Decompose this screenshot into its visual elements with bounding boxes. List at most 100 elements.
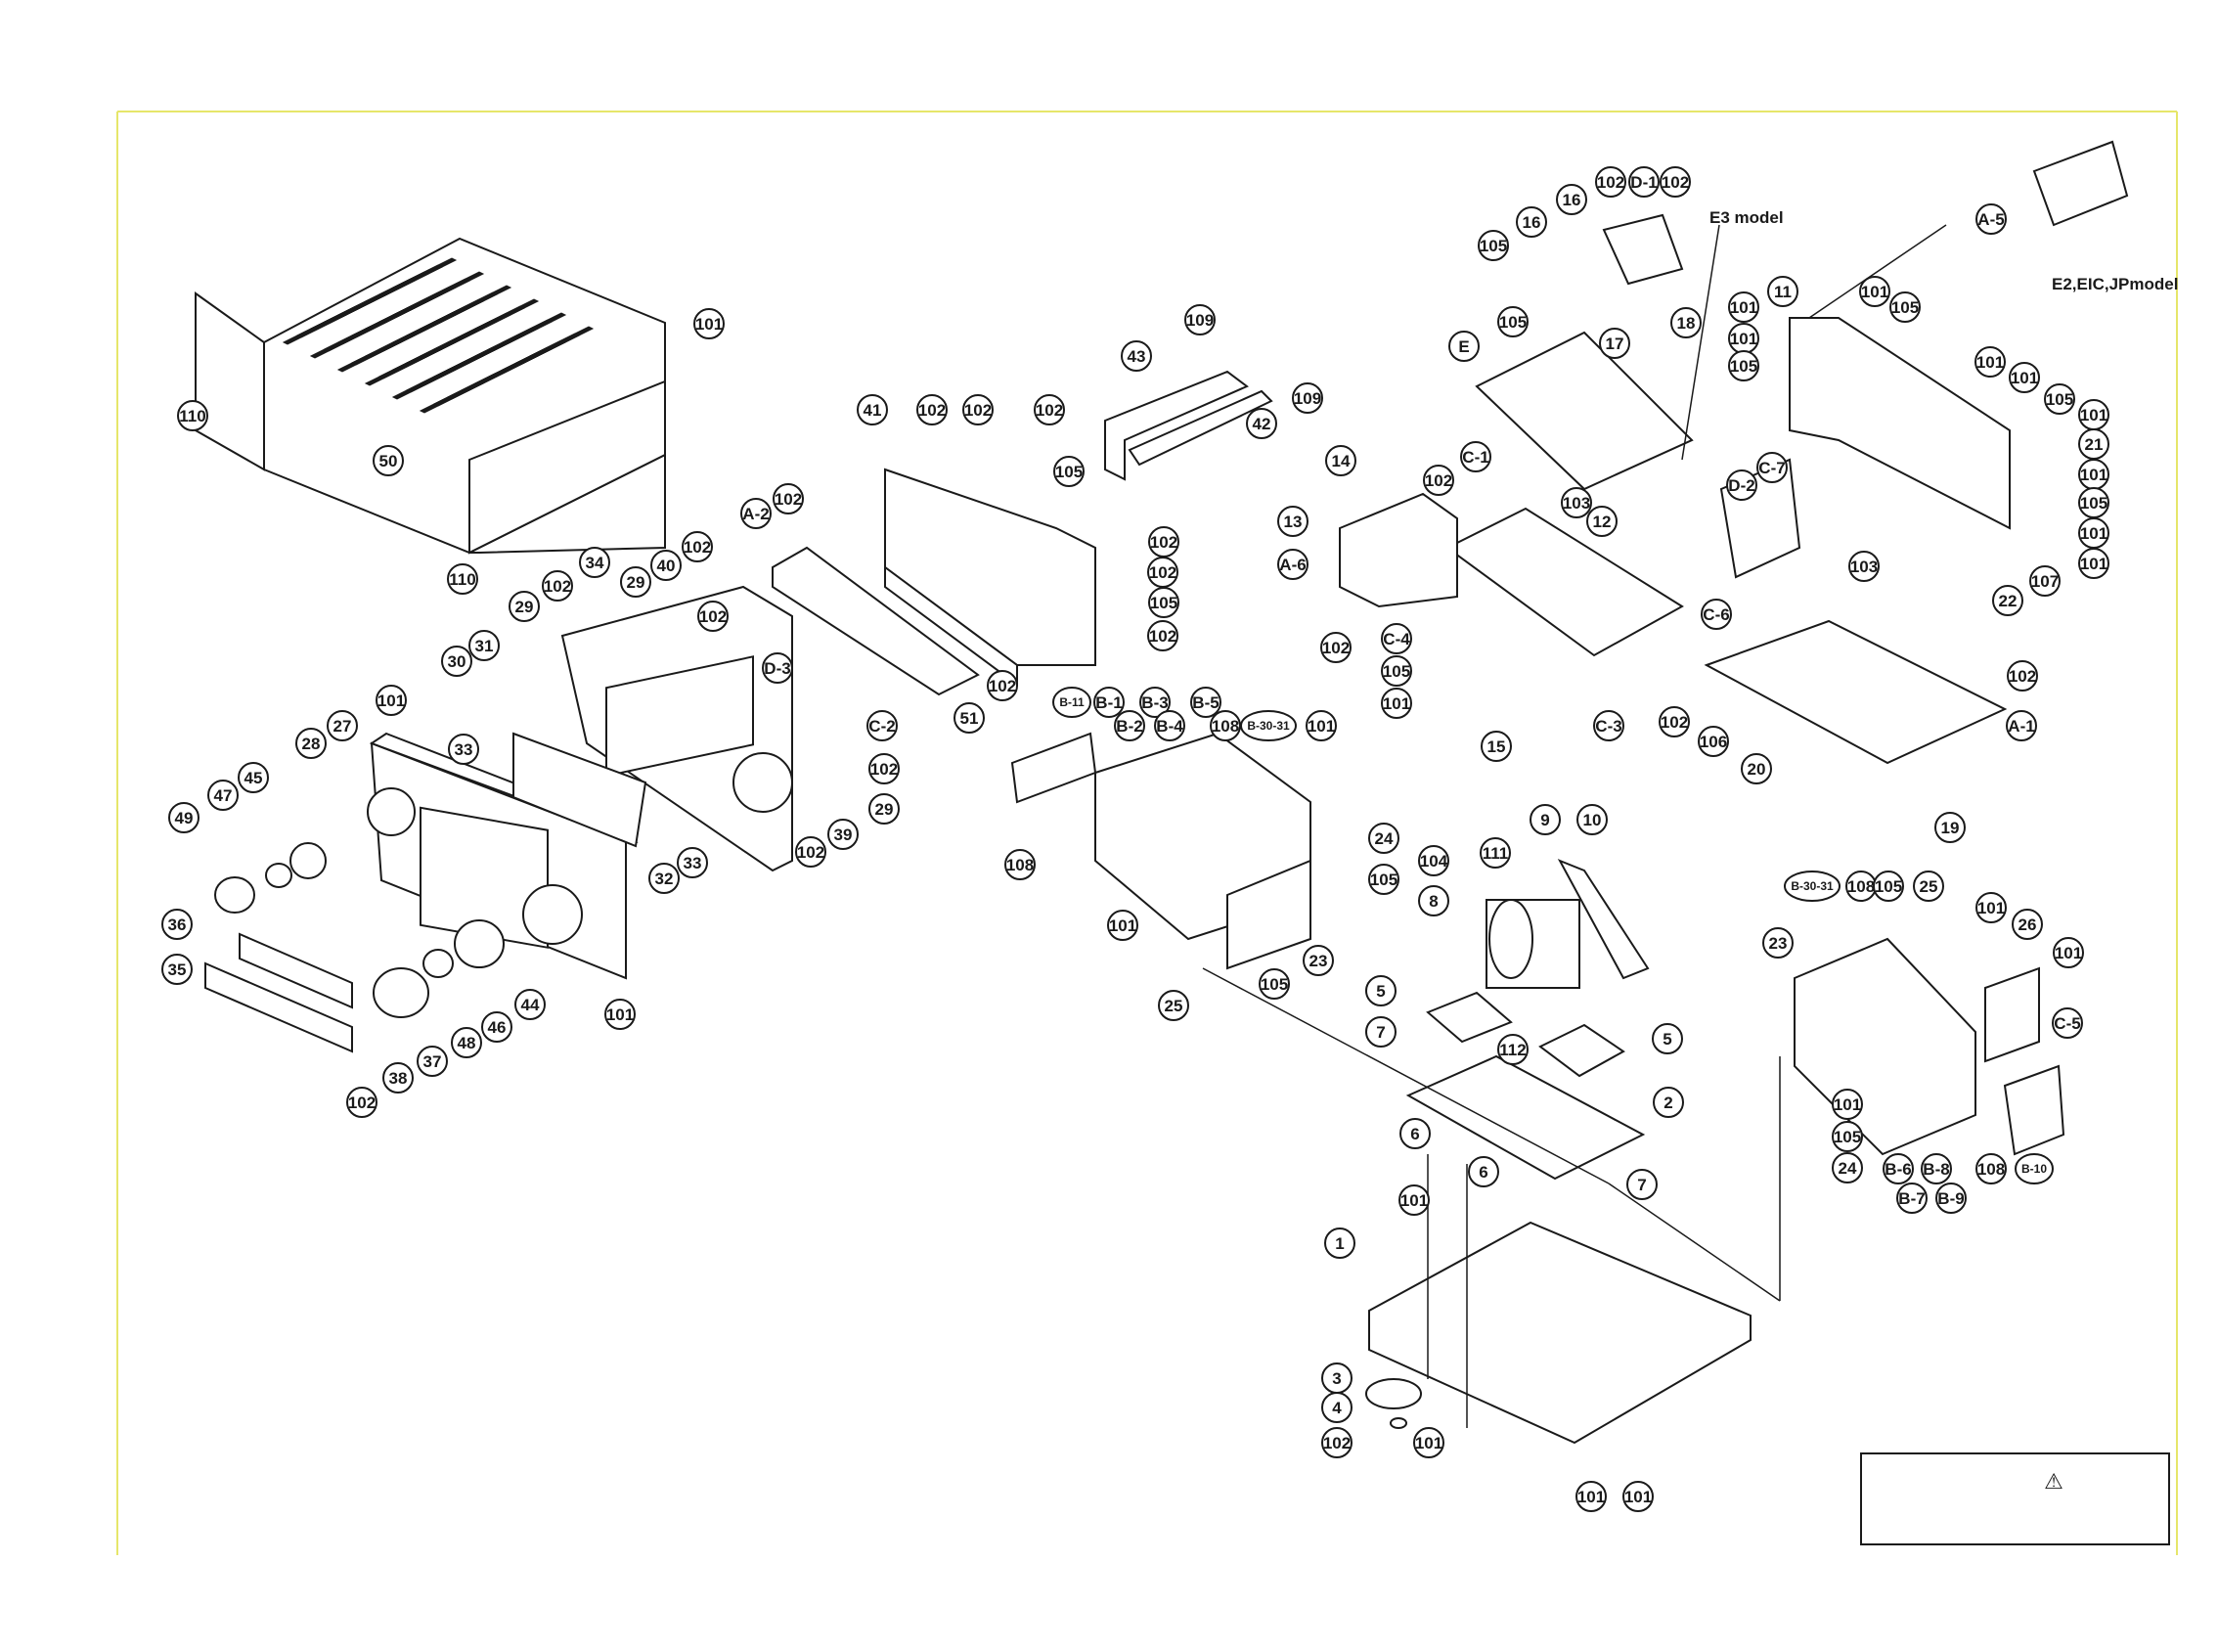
board-d1 [1602,213,1684,286]
callout-32: 32 [648,863,680,894]
callout-102: 102 [773,483,804,514]
callout-label: 106 [1700,733,1727,751]
callout-label: 110 [179,407,205,425]
callout-102: 102 [1034,394,1065,425]
callout-37: 37 [417,1046,448,1077]
callout-41: 41 [857,394,888,425]
callout-label: 101 [1109,916,1136,935]
callout-101: 101 [1728,291,1759,323]
callout-102: 102 [1423,465,1454,496]
callout-C-2: C-2 [866,710,898,741]
callout-label: 101 [1730,298,1757,317]
callout-102: 102 [868,753,900,784]
callout-102: 102 [1660,166,1691,198]
callout-16: 16 [1516,206,1547,238]
callout-101: 101 [1107,910,1138,941]
callout-label: 24 [1375,829,1394,848]
callout-105: 105 [2078,487,2109,518]
callout-101: 101 [1575,1481,1607,1512]
callout-label: 109 [1294,389,1321,408]
knob-left [214,842,327,914]
callout-101: 101 [376,685,407,716]
callout-23: 23 [1762,927,1794,959]
callout-5: 5 [1365,975,1397,1006]
safety-symbol: ⚠ [2044,1469,2063,1494]
callout-29: 29 [509,591,540,622]
callout-label: 105 [1891,298,1919,317]
callout-label: 101 [1400,1191,1428,1210]
callout-C-4: C-4 [1381,623,1412,654]
callout-label: 26 [2018,915,2037,934]
callout-label: 43 [1128,347,1146,366]
callout-label: 2 [1664,1094,1672,1112]
rear-panel [1789,317,2011,530]
callout-35: 35 [161,954,193,985]
callout-label: 101 [1577,1488,1605,1506]
callout-label: 23 [1769,934,1788,953]
callout-label: 103 [1563,494,1590,513]
callout-A-2: A-2 [740,498,772,529]
callout-102: 102 [916,394,948,425]
callout-B-30-31: B-30-31 [1240,710,1297,741]
callout-label: 103 [1850,558,1878,576]
callout-C-5: C-5 [2052,1007,2083,1039]
callout-105: 105 [1873,871,1904,902]
callout-105: 105 [2044,383,2075,415]
callout-label: 11 [1774,283,1792,301]
sheet-frame [116,111,2178,1555]
callout-label: A-5 [1977,210,2004,229]
callout-108: 108 [1845,871,1877,902]
callout-105: 105 [1832,1121,1863,1152]
fan-left [1426,991,1513,1044]
shield-plates [1104,370,1273,481]
callout-label: 102 [1150,533,1177,552]
callout-105: 105 [1259,968,1290,1000]
callout-label: C-1 [1462,448,1488,467]
callout-label: E [1458,337,1469,356]
callout-label: 105 [1055,463,1083,481]
callout-label: 6 [1410,1125,1419,1143]
callout-101: 101 [2053,937,2084,968]
callout-label: 105 [2080,494,2107,513]
note-e2-model: E2,EIC,JPmodel [2052,275,2178,293]
callout-27: 27 [327,710,358,741]
callout-49: 49 [168,802,200,833]
callout-25: 25 [1913,871,1944,902]
callout-105: 105 [1053,456,1085,487]
callout-label: C-6 [1703,605,1729,624]
vent-slot [528,326,595,359]
callout-label: 102 [544,577,571,596]
board-c5 [1984,966,2040,1063]
callout-24: 24 [1832,1152,1863,1183]
callout-D-3: D-3 [762,652,793,684]
callout-label: 30 [448,652,466,671]
callout-label: 24 [1839,1159,1857,1178]
callout-101: 101 [2009,362,2040,393]
callout-label: 101 [2080,466,2107,484]
board-e [1475,331,1694,491]
callout-102: 102 [542,570,573,602]
callout-29: 29 [620,566,651,598]
callout-label: 101 [1308,717,1335,736]
callout-31: 31 [468,630,500,661]
callout-12: 12 [1586,506,1618,537]
callout-label: 8 [1429,892,1438,911]
callout-label: 111 [1483,844,1509,863]
callout-B-9: B-9 [1935,1183,1967,1214]
callout-label: 31 [475,637,494,655]
vent-slot [419,271,485,304]
callout-102: 102 [1595,166,1626,198]
callout-B-10: B-10 [2015,1153,2054,1184]
callout-label: 18 [1677,314,1696,333]
callout-label: 101 [1861,283,1888,301]
callout-label: B-30-31 [1791,879,1834,893]
callout-label: 46 [488,1018,507,1037]
vent-slot [391,257,458,290]
callout-label: 12 [1593,513,1612,531]
callout-label: 15 [1487,737,1506,756]
callout-101: 101 [693,308,725,339]
callout-102: 102 [697,601,729,632]
callout-label: 1 [1335,1234,1344,1253]
callout-B-8: B-8 [1921,1153,1952,1184]
callout-102: 102 [962,394,994,425]
